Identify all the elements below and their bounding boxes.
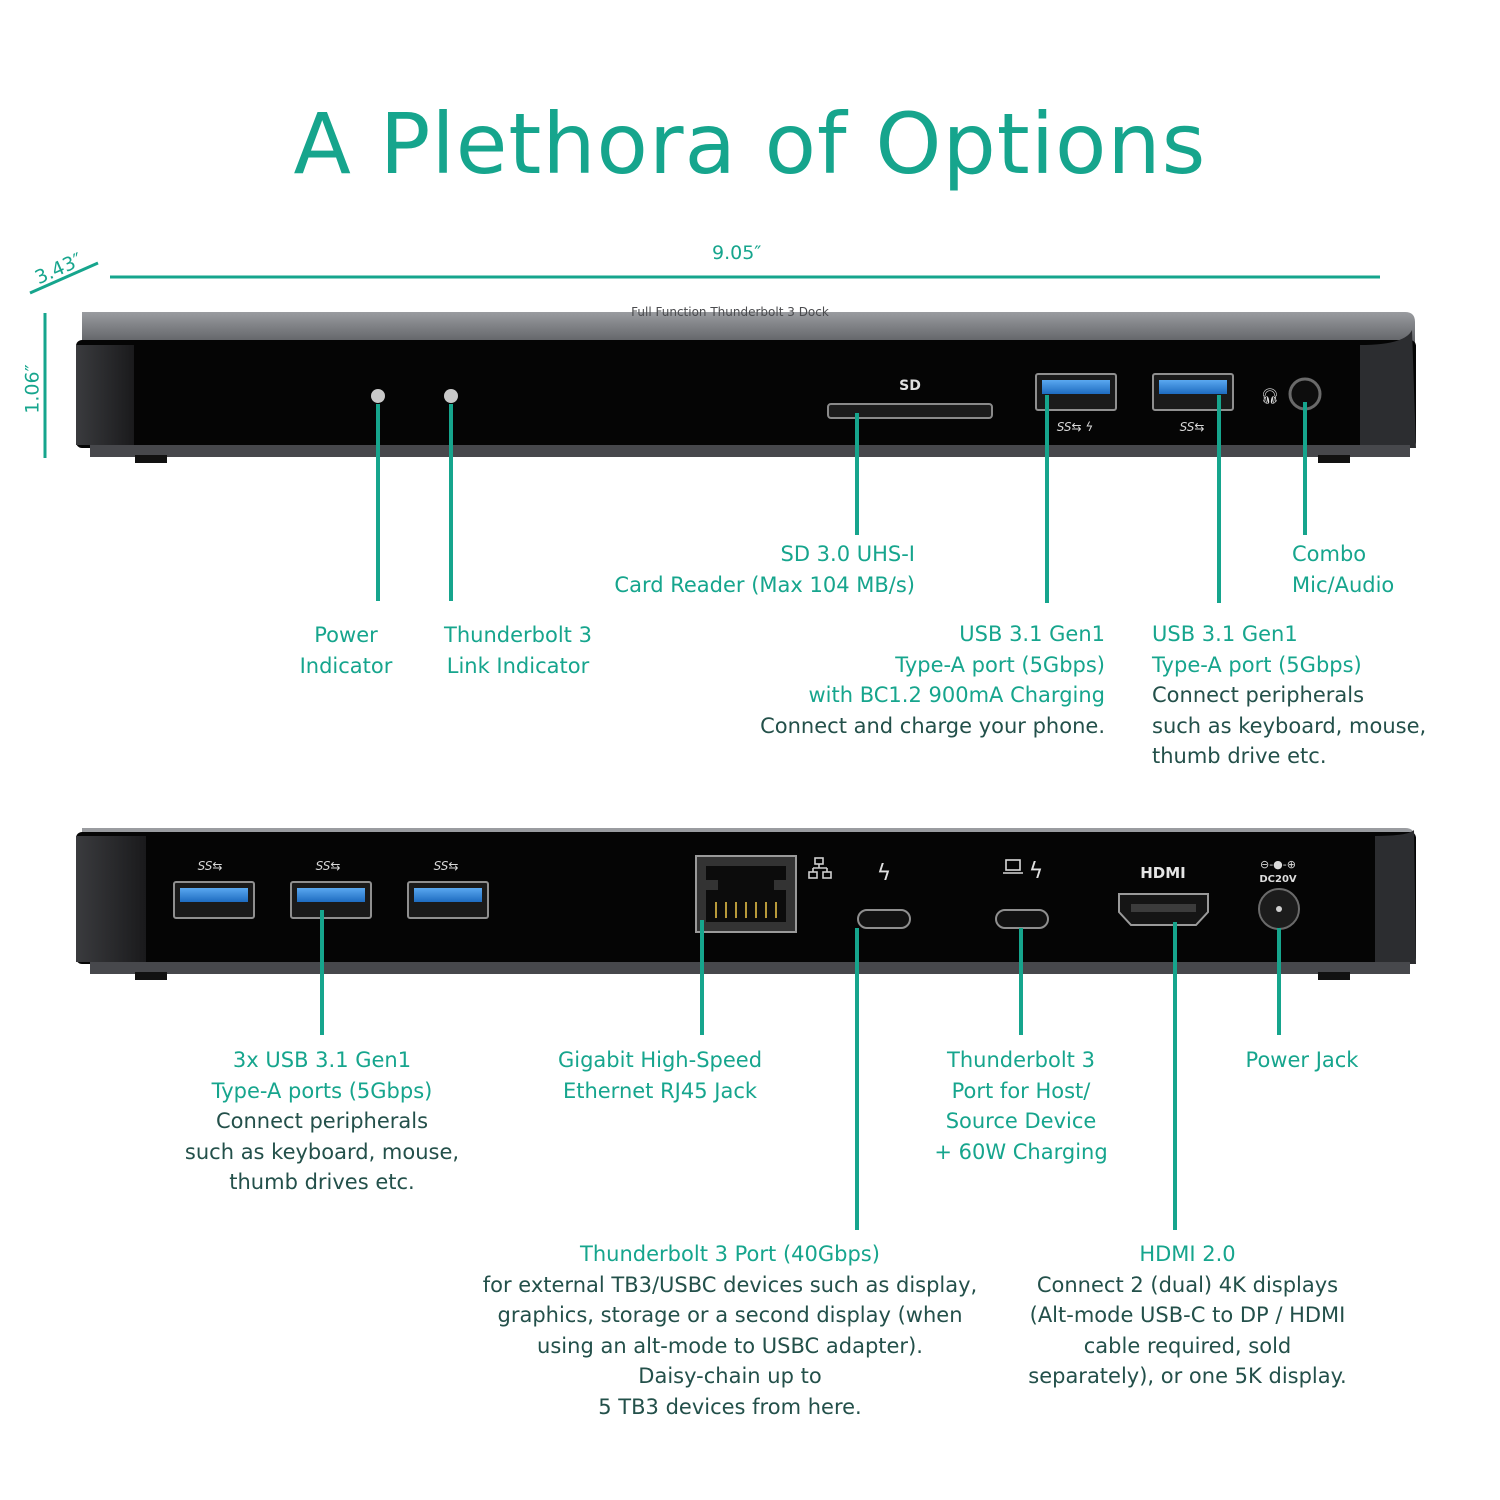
tb3-host-label: Thunderbolt 3 Port for Host/ Source Devi…: [934, 1048, 1108, 1164]
dc-marking: DC20V: [1259, 874, 1297, 885]
tb3-device-port: [857, 909, 911, 929]
thunderbolt-icon: ϟ: [877, 861, 892, 886]
tb3-port-label: Thunderbolt 3 Port (40Gbps) for external…: [482, 1242, 978, 1419]
rear-dock: SS⇆ SS⇆ SS⇆: [76, 828, 1416, 980]
rear-leader-lines: [320, 910, 1281, 1230]
svg-text:SS⇆: SS⇆: [434, 859, 459, 873]
combo-audio-label: Combo Mic/Audio: [1292, 542, 1395, 597]
front-leader-lines: [376, 395, 1307, 603]
height-dimension-label: 1.06″: [21, 364, 44, 414]
svg-text:ϟ: ϟ: [1029, 859, 1044, 884]
usb-peripherals-label: USB 3.1 Gen1 Type-A port (5Gbps) Connect…: [1152, 622, 1427, 768]
sd-marking: SD: [899, 378, 921, 394]
ethernet-port: [695, 855, 832, 933]
ethernet-label: Gigabit High-Speed Ethernet RJ45 Jack: [557, 1048, 763, 1103]
svg-text:SS⇆ ϟ: SS⇆ ϟ: [1057, 420, 1094, 434]
usb3x-label: 3x USB 3.1 Gen1 Type-A ports (5Gbps) Con…: [184, 1048, 460, 1194]
product-text: Full Function Thunderbolt 3 Dock: [631, 305, 829, 319]
laptop-thunderbolt-icon: [1003, 859, 1023, 874]
power-indicator-label: Power Indicator: [299, 623, 393, 678]
usb-charging-label: USB 3.1 Gen1 Type-A port (5Gbps) with BC…: [760, 622, 1105, 738]
hdmi-label: HDMI 2.0 Connect 2 (dual) 4K displays (A…: [1028, 1242, 1347, 1388]
hdmi-marking: HDMI: [1140, 864, 1186, 882]
sd-card-reader-label: SD 3.0 UHS-I Card Reader (Max 104 MB/s): [614, 542, 915, 597]
front-dock: Full Function Thunderbolt 3 Dock SD SS⇆ …: [76, 305, 1416, 463]
svg-text:SS⇆: SS⇆: [1180, 420, 1205, 434]
sd-slot: [827, 403, 993, 419]
headphone-icon: 🎧︎: [1260, 387, 1279, 405]
tb3-link-led: [444, 389, 458, 403]
power-jack-label: Power Jack: [1245, 1048, 1359, 1072]
rear-usb-ports: SS⇆ SS⇆ SS⇆: [173, 859, 489, 919]
power-led: [371, 389, 385, 403]
network-icon: [808, 857, 832, 879]
svg-text:SS⇆: SS⇆: [316, 859, 341, 873]
depth-dimension-line: [29, 261, 99, 295]
tb3-link-indicator-label: Thunderbolt 3 Link Indicator: [444, 623, 592, 678]
svg-text:SS⇆: SS⇆: [198, 859, 223, 873]
page-title: A Plethora of Options: [293, 95, 1207, 193]
svg-text:⊖-●-⊕: ⊖-●-⊕: [1260, 858, 1296, 871]
width-dimension-label: 9.05″: [712, 242, 762, 264]
tb3-host-port: [995, 909, 1049, 929]
